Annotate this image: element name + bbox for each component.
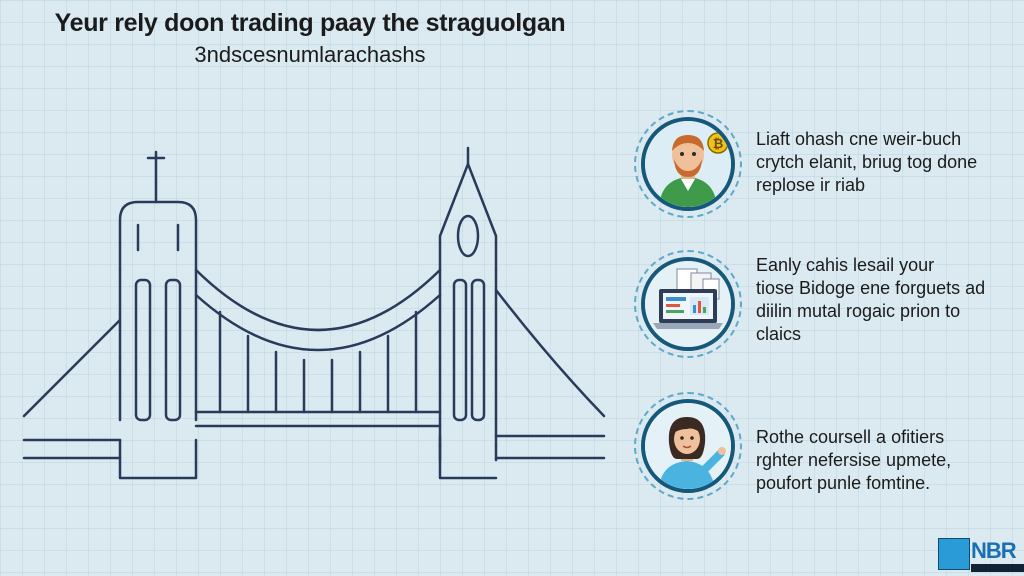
list-item: Rothe coursell a ofitiers rghter nefersi… (634, 392, 1014, 502)
logo-text: NBR (971, 538, 1017, 563)
list-item: Eanly cahis lesail your tiose Bidoge ene… (634, 250, 1014, 360)
brand-logo: NBR (938, 536, 1024, 576)
logo-badge-icon (938, 538, 970, 570)
woman-presenting-icon (641, 399, 735, 493)
item-text: Rothe coursell a ofitiers rghter nefersi… (756, 427, 952, 493)
bridge-illustration (22, 146, 606, 480)
list-item: ₿ Liaft ohash cne weir-buch crytch elani… (634, 110, 1014, 220)
avatar-ring (634, 392, 742, 500)
page-title: Yeur rely doon trading paay the straguol… (54, 9, 566, 37)
laptop-dashboard-icon (641, 257, 735, 351)
item-text: Eanly cahis lesail your tiose Bidoge ene… (756, 255, 986, 344)
man-with-coin-icon: ₿ (641, 117, 735, 211)
logo-bar (971, 564, 1024, 572)
header: Yeur rely doon trading paay the straguol… (0, 8, 620, 70)
page-subtitle: 3ndscesnumlarachashs (194, 42, 426, 67)
item-text: Liaft ohash cne weir-buch crytch elanit,… (756, 129, 978, 195)
avatar-ring (634, 110, 742, 218)
svg-text:₿: ₿ (713, 137, 724, 152)
avatar-ring (634, 250, 742, 358)
